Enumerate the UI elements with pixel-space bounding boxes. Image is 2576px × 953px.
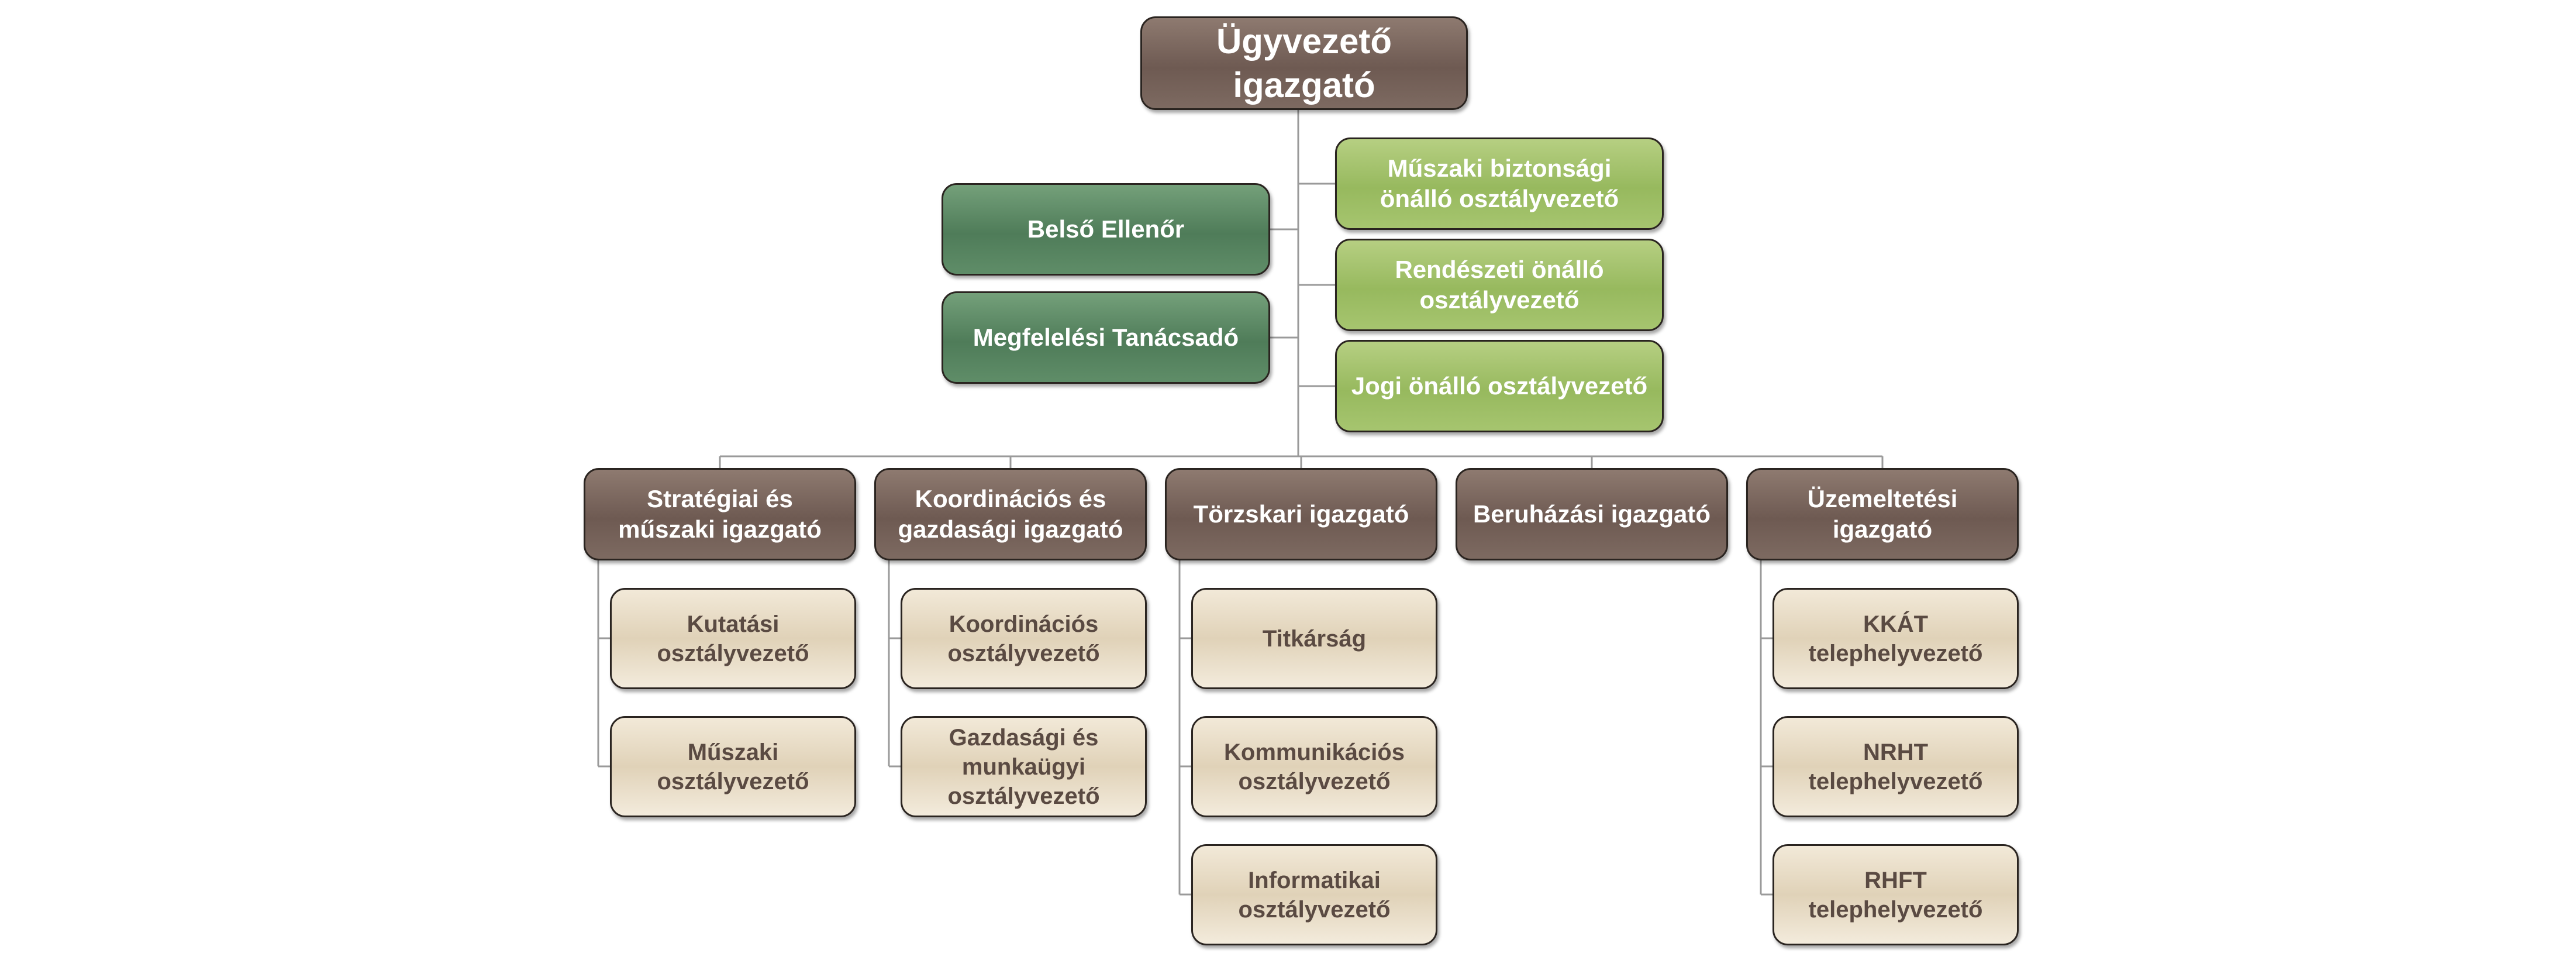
dept-label-1-1: Gazdasági és munkaügyi osztályvezető [947,724,1100,809]
root-label: Ügyvezető igazgató [1216,22,1392,105]
staff-left-label-1: Megfelelési Tanácsadó [973,323,1239,351]
dept-node-secretariat: Titkárság [1191,588,1437,689]
director-label-1: Koordinációs és gazdasági igazgató [898,484,1123,543]
root-node-ceo: Ügyvezető igazgató [1140,16,1468,110]
director-node-investment: Beruházási igazgató [1456,468,1728,560]
staff-node-compliance-advisor: Megfelelési Tanácsadó [942,291,1270,384]
dept-node-research: Kutatási osztályvezető [610,588,856,689]
director-label-4: Üzemeltetési igazgató [1807,484,1958,543]
staff-left-label-0: Belső Ellenőr [1027,215,1185,243]
dept-label-1-0: Koordinációs osztályvezető [947,611,1100,666]
director-node-operations: Üzemeltetési igazgató [1746,468,2019,560]
dept-node-rhft-site: RHFT telephelyvezető [1772,844,2019,945]
director-node-staff: Törzskari igazgató [1165,468,1437,560]
director-label-3: Beruházási igazgató [1473,500,1711,528]
director-label-0: Stratégiai és műszaki igazgató [618,484,822,543]
dept-label-0-1: Műszaki osztályvezető [657,739,809,794]
dept-label-2-1: Kommunikációs osztályvezető [1224,739,1405,794]
staff-right-label-0: Műszaki biztonsági önálló osztályvezető [1380,154,1619,213]
dept-node-coordination: Koordinációs osztályvezető [901,588,1147,689]
dept-label-4-2: RHFT telephelyvezető [1808,867,1983,923]
dept-node-it: Informatikai osztályvezető [1191,844,1437,945]
staff-node-security: Rendészeti önálló osztályvezető [1335,239,1664,331]
director-node-strategy: Stratégiai és műszaki igazgató [584,468,856,560]
dept-node-communications: Kommunikációs osztályvezető [1191,716,1437,817]
staff-right-label-1: Rendészeti önálló osztályvezető [1395,255,1604,314]
director-label-2: Törzskari igazgató [1193,500,1409,528]
staff-right-label-2: Jogi önálló osztályvezető [1351,371,1648,400]
dept-label-0-0: Kutatási osztályvezető [657,611,809,666]
dept-node-technical: Műszaki osztályvezető [610,716,856,817]
dept-node-finance-hr: Gazdasági és munkaügyi osztályvezető [901,716,1147,817]
dept-label-2-0: Titkárság [1262,625,1367,652]
staff-node-legal: Jogi önálló osztályvezető [1335,340,1664,432]
staff-node-technical-safety: Műszaki biztonsági önálló osztályvezető [1335,137,1664,230]
dept-node-kkat-site: KKÁT telephelyvezető [1772,588,2019,689]
dept-label-2-2: Informatikai osztályvezető [1238,867,1391,923]
dept-label-4-0: KKÁT telephelyvezető [1808,611,1983,666]
dept-label-4-1: NRHT telephelyvezető [1808,739,1983,794]
staff-node-internal-auditor: Belső Ellenőr [942,183,1270,276]
dept-node-nrht-site: NRHT telephelyvezető [1772,716,2019,817]
director-node-coordination: Koordinációs és gazdasági igazgató [874,468,1147,560]
